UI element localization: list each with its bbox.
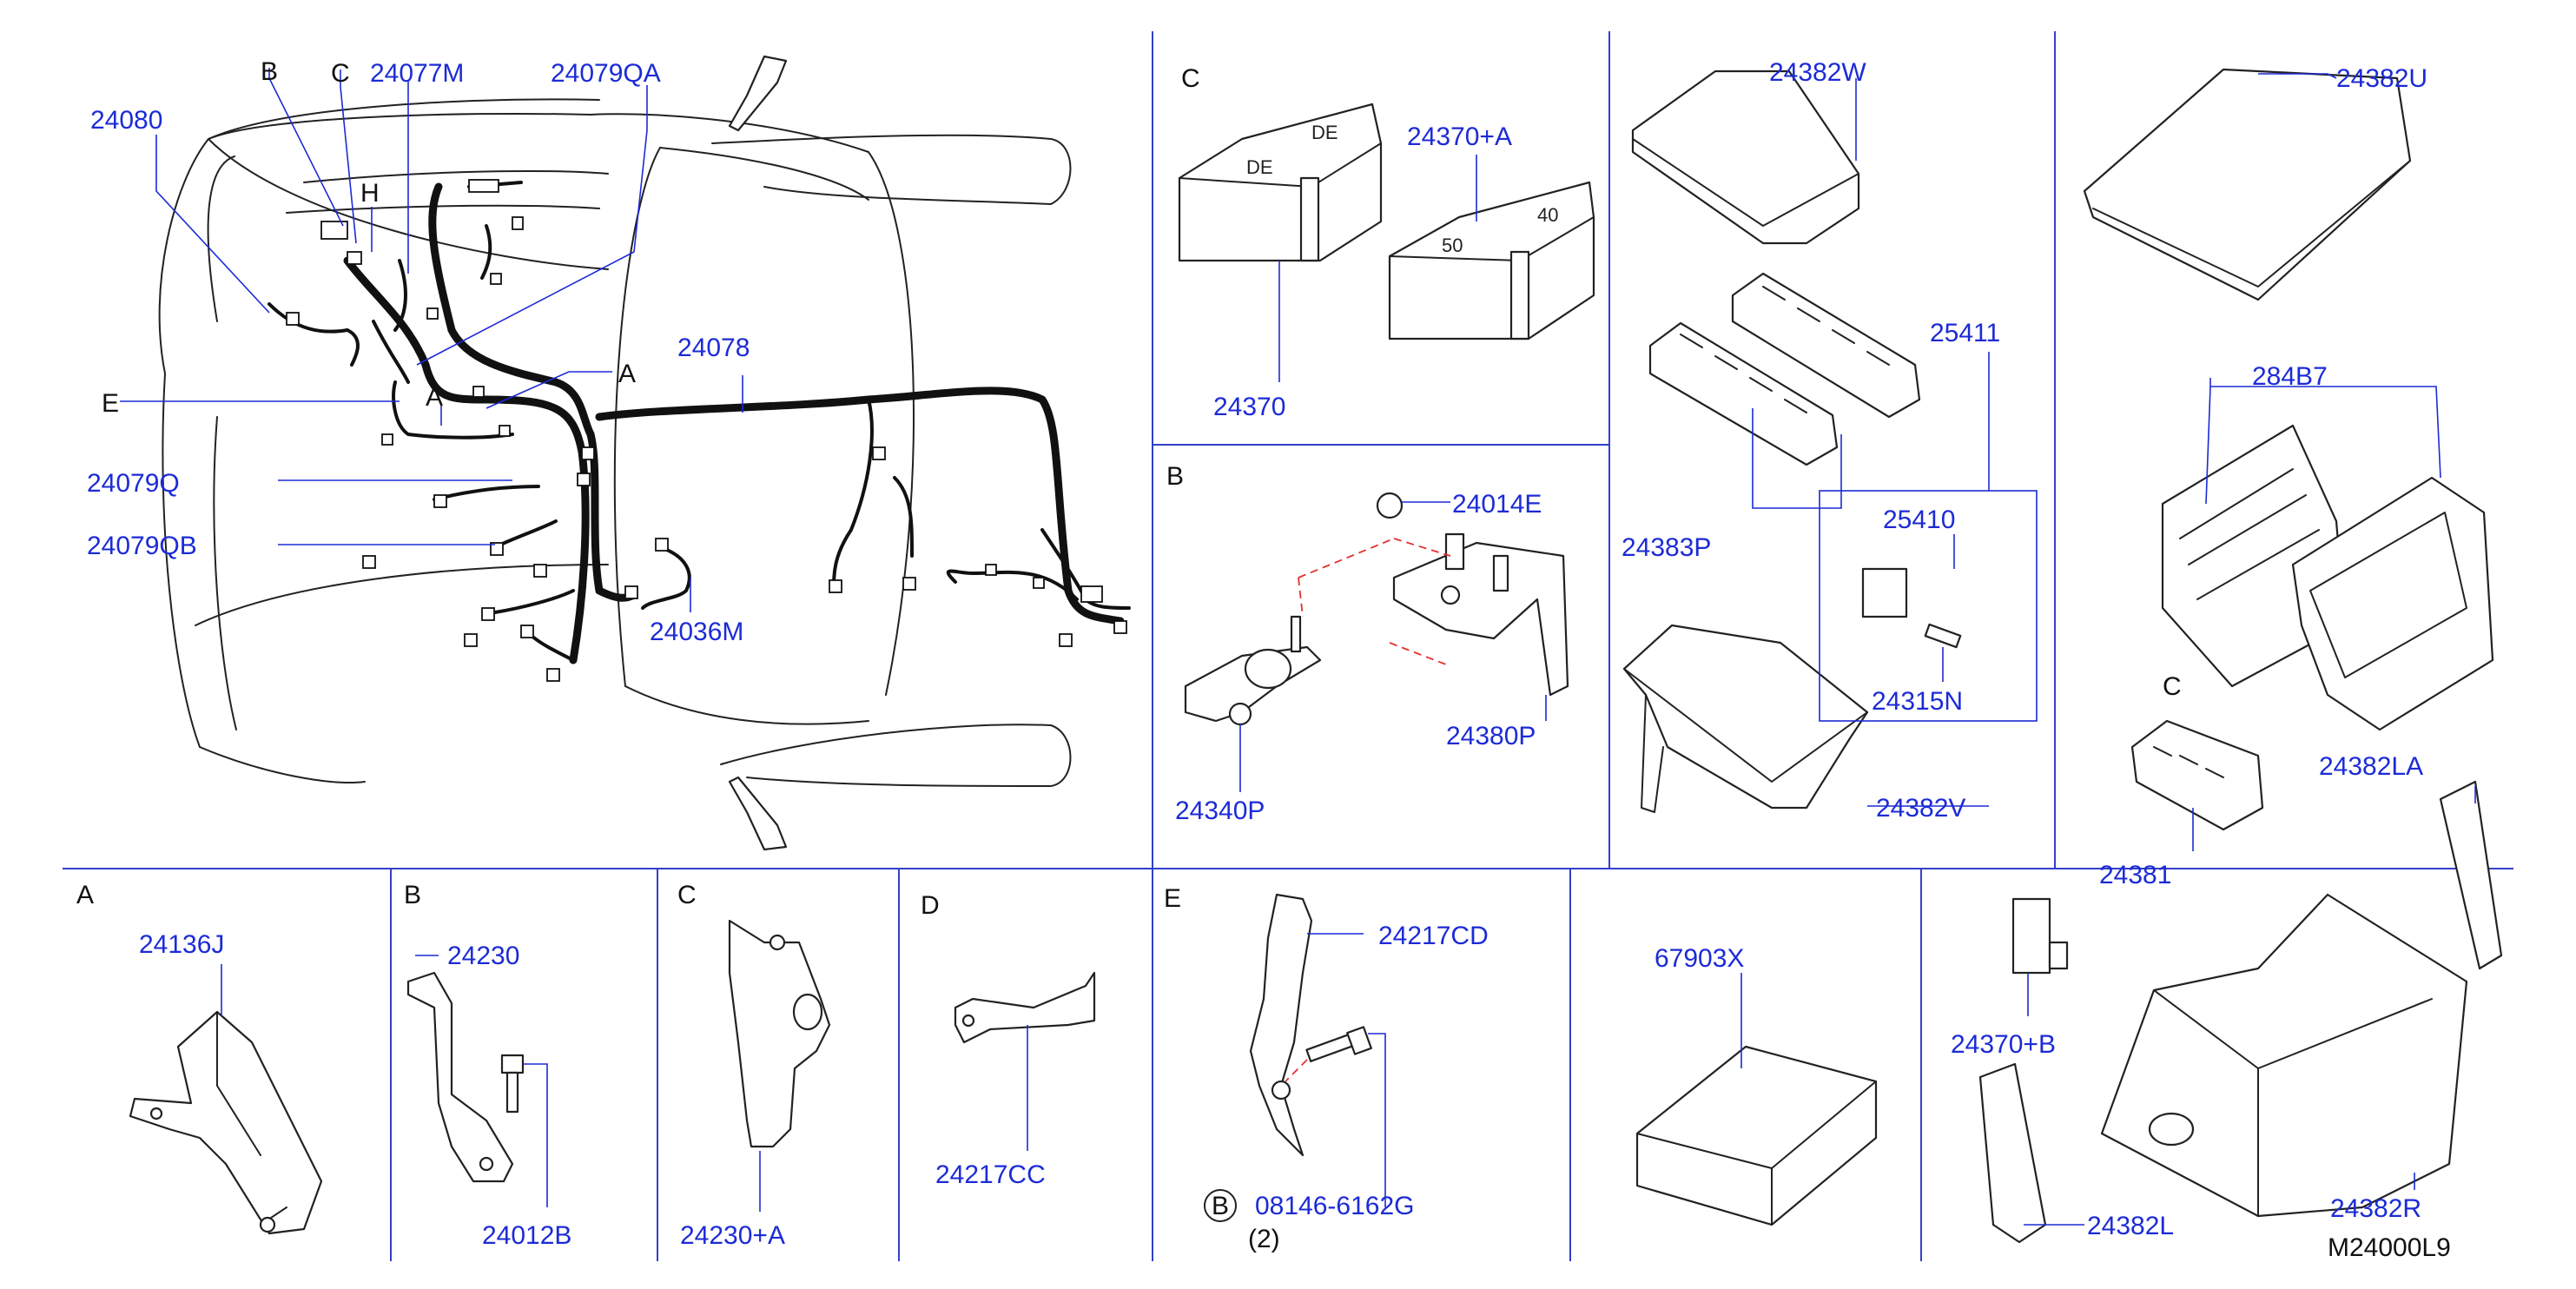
relay-block-24381-drawing <box>2130 719 2264 831</box>
callout-letter-h: H <box>360 179 380 208</box>
callout-24036m: 24036M <box>650 618 743 646</box>
vehicle-outline <box>158 55 1072 851</box>
side-panel-24382l-drawing <box>1978 1062 2047 1244</box>
relay-24370b-drawing <box>2011 897 2069 975</box>
callout-24080: 24080 <box>90 106 162 135</box>
part-25411: 25411 <box>1930 319 2000 347</box>
svg-text:40: 40 <box>1537 204 1558 226</box>
part-24370a: 24370+A <box>1407 122 1512 151</box>
part-24382v: 24382V <box>1876 794 1965 823</box>
harness-connectors <box>286 179 1127 682</box>
bracket-24136j-drawing <box>129 1010 323 1235</box>
bolt-symbol-icon <box>1204 1189 1237 1222</box>
part-24382l: 24382L <box>2087 1212 2174 1240</box>
callout-24077m: 24077M <box>370 59 464 88</box>
nut-24014e-icon <box>1376 492 1404 519</box>
callout-24078: 24078 <box>677 334 750 362</box>
part-24340p: 24340P <box>1175 797 1265 825</box>
bolt-symbol-letter: B <box>1212 1192 1229 1220</box>
part-24136j: 24136J <box>139 930 224 959</box>
part-24382r: 24382R <box>2330 1194 2421 1223</box>
pad-67903x-drawing <box>1635 1045 1878 1226</box>
bracket-24380p-drawing <box>1392 532 1569 697</box>
part-24370: 24370 <box>1213 393 1285 421</box>
bracket-24217cd-drawing <box>1249 893 1313 1157</box>
part-284b7: 284B7 <box>2252 362 2328 391</box>
relay-box-base-24382r-drawing <box>2100 893 2468 1218</box>
relay-24370a-drawing: 50 40 <box>1388 181 1595 340</box>
callout-letter-c: C <box>331 59 350 88</box>
part-24383p: 24383P <box>1622 533 1711 562</box>
part-67903x: 67903X <box>1655 944 1744 973</box>
terminal-24340p-drawing <box>1184 615 1322 726</box>
main-harness <box>268 181 1131 664</box>
part-24381: 24381 <box>2099 861 2171 889</box>
fuse-24315n-drawing <box>1861 567 1962 649</box>
bottom-detail-c-letter: C <box>677 881 697 909</box>
bottom-detail-b-letter: B <box>404 881 421 909</box>
part-24382w: 24382W <box>1769 58 1866 87</box>
callout-letter-b: B <box>261 57 278 86</box>
panel-dividers <box>63 31 2513 1261</box>
part-24230: 24230 <box>447 942 519 970</box>
diagram-code: M24000L9 <box>2328 1233 2451 1262</box>
fuse-box-cover-24382w-drawing <box>1631 69 1860 245</box>
part-24217cc: 24217CC <box>935 1160 1046 1189</box>
bottom-detail-a-letter: A <box>76 881 94 909</box>
part-24380p: 24380P <box>1446 722 1536 750</box>
bolt-quantity: (2) <box>1248 1225 1280 1253</box>
relay-frame-drawing <box>2291 476 2494 731</box>
part-24014e: 24014E <box>1452 490 1542 519</box>
relay-24370-drawing: DE DE <box>1178 102 1383 262</box>
bottom-detail-d-letter: D <box>921 891 940 920</box>
part-24315n: 24315N <box>1872 687 1963 716</box>
fuse-box-lower-24382v-drawing <box>1622 624 1869 813</box>
callout-24079q: 24079Q <box>87 469 180 498</box>
callout-24079qa: 24079QA <box>551 59 661 88</box>
bracket-24230-drawing <box>406 971 514 1183</box>
bracket-24230a-drawing <box>728 919 831 1148</box>
part-25410: 25410 <box>1883 506 1955 534</box>
part-24230a: 24230+A <box>680 1221 785 1250</box>
bottom-detail-e-letter: E <box>1164 884 1181 913</box>
fuse-block-drawing <box>1648 272 1921 466</box>
svg-text:DE: DE <box>1246 156 1273 178</box>
part-24382u: 24382U <box>2336 64 2427 93</box>
svg-text:DE: DE <box>1311 122 1338 143</box>
relay-box-letter-c: C <box>2163 672 2182 701</box>
callout-letter-e: E <box>102 389 119 418</box>
part-24370b: 24370+B <box>1951 1030 2056 1059</box>
fuse-detail-frame <box>1819 490 2038 722</box>
bracket-24217cc-drawing <box>954 971 1096 1044</box>
part-24382la: 24382LA <box>2319 752 2423 781</box>
callout-24079qb: 24079QB <box>87 532 197 560</box>
bolt-24012b-icon <box>500 1054 525 1114</box>
bolt-08146-6162g-icon <box>1305 1026 1372 1062</box>
side-panel-24382la-drawing <box>2439 780 2503 970</box>
part-24217cd: 24217CD <box>1378 922 1489 950</box>
callout-letter-a-inner: A <box>426 383 443 412</box>
detail-b-top-letter: B <box>1166 462 1184 491</box>
part-08146-6162g: 08146-6162G <box>1255 1192 1415 1220</box>
svg-text:50: 50 <box>1442 235 1463 256</box>
main-view-leaders <box>120 68 743 612</box>
callout-letter-a-outer: A <box>618 360 636 388</box>
part-24012b: 24012B <box>482 1221 571 1250</box>
relay-box-cover-24382u-drawing <box>2083 68 2412 301</box>
detail-c-top-letter: C <box>1181 64 1200 93</box>
